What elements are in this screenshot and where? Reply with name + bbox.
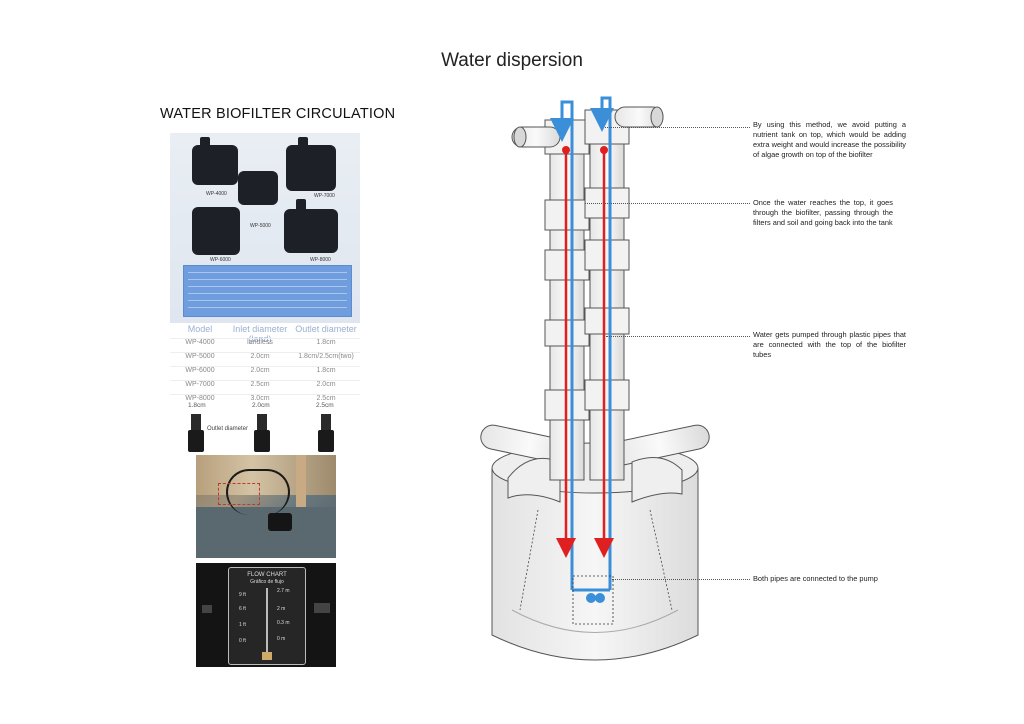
table-cell: WP-7000	[185, 381, 215, 388]
flow-chart-value: 2.7 m	[277, 588, 290, 594]
flow-chart-value: 0 ft	[239, 638, 246, 644]
table-cell: 2.0cm	[316, 381, 336, 388]
page-title: Water dispersion	[441, 50, 583, 71]
table-cell: 1.8cm	[316, 367, 336, 374]
flow-chart-subtitle: Gráfico de flujo	[250, 579, 284, 585]
table-header: Inlet diameter (land)	[232, 324, 288, 344]
table-row: WP-5000 2.0cm 1.8cm/2.5cm(two)	[170, 352, 360, 368]
table-cell: 3.0cm	[250, 395, 270, 402]
biofilter-tube-right	[584, 106, 664, 481]
flow-chart-value: 6 ft	[239, 606, 246, 612]
fitting-size-label: 1.8cm	[188, 402, 206, 409]
outlet-fittings-image: 1.8cm 2.0cm 2.5cm Outlet diameter	[170, 402, 360, 454]
product-label: WP-5000	[250, 223, 271, 229]
fitting-image	[318, 414, 334, 454]
table-cell: WP-6000	[185, 367, 215, 374]
flow-chart-value: 1 ft	[239, 622, 246, 628]
table-cell: 1.8cm/2.5cm(two)	[298, 353, 354, 360]
flow-chart-value: 9 ft	[239, 592, 246, 598]
table-cell: WP-4000	[185, 339, 215, 346]
annotation-text: Both pipes are connected to the pump	[753, 574, 878, 583]
table-cell: 2.0cm	[250, 367, 270, 374]
pump-product-photo: WP-4000 WP-5000 WP-6000 WP-7000 WP-8000	[170, 133, 360, 323]
annotation-text: Once the water reaches the top, it goes …	[753, 198, 893, 227]
biofilter-diagram	[480, 96, 710, 661]
annotation-text: Water gets pumped through plastic pipes …	[753, 330, 906, 359]
table-cell: WP-8000	[185, 395, 215, 402]
fitting-image	[188, 414, 204, 454]
annotation-leader	[612, 579, 750, 580]
annotation-leader	[606, 336, 750, 337]
fitting-size-label: 2.0cm	[252, 402, 270, 409]
annotation-leader	[585, 203, 750, 204]
flow-chart-value: 0 m	[277, 636, 286, 642]
table-cell: 2.5cm	[250, 381, 270, 388]
table-cell: WP-5000	[185, 353, 215, 360]
table-cell: 1.8cm	[316, 339, 336, 346]
outlet-diameter-label: Outlet diameter	[207, 426, 249, 432]
flow-chart-photo: FLOW CHART Gráfico de flujo 9 ft 2.7 m 6…	[196, 563, 336, 667]
table-header: Model	[187, 324, 213, 334]
section-title: WATER BIOFILTER CIRCULATION	[160, 106, 396, 122]
biofilter-tube-left	[511, 119, 590, 481]
return-flow-lines	[556, 146, 614, 558]
table-row: WP-7000 2.5cm 2.0cm	[170, 380, 360, 396]
product-label: WP-6000	[210, 257, 231, 263]
diameter-table: Model Inlet diameter (land) Outlet diame…	[170, 322, 360, 418]
table-cell: 2.5cm	[316, 395, 336, 402]
flow-chart-value: 0.3 m	[277, 620, 290, 626]
pump-outline	[572, 575, 614, 625]
base-cross-pipes	[480, 424, 710, 503]
product-label: WP-7000	[314, 193, 335, 199]
table-cell: 2.0cm	[250, 353, 270, 360]
product-label: WP-4000	[206, 191, 227, 197]
fitting-image	[254, 414, 270, 454]
table-row: WP-4000 landless 1.8cm	[170, 338, 360, 354]
pump-setup-photo	[196, 455, 336, 558]
flow-chart-title: FLOW CHART	[247, 572, 287, 578]
annotation-text: By using this method, we avoid putting a…	[753, 120, 906, 159]
supply-pipe-lines	[550, 96, 614, 603]
fitting-size-label: 2.5cm	[316, 402, 334, 409]
product-label: WP-8000	[310, 257, 331, 263]
table-row: WP-6000 2.0cm 1.8cm	[170, 366, 360, 382]
annotation-leader	[605, 127, 750, 128]
table-header: Outlet diameter	[295, 324, 357, 334]
flow-chart-value: 2 m	[277, 606, 286, 612]
table-row: WP-8000 3.0cm 2.5cm	[170, 394, 360, 410]
table-cell: landless	[247, 339, 273, 346]
spec-table-image	[183, 265, 352, 317]
